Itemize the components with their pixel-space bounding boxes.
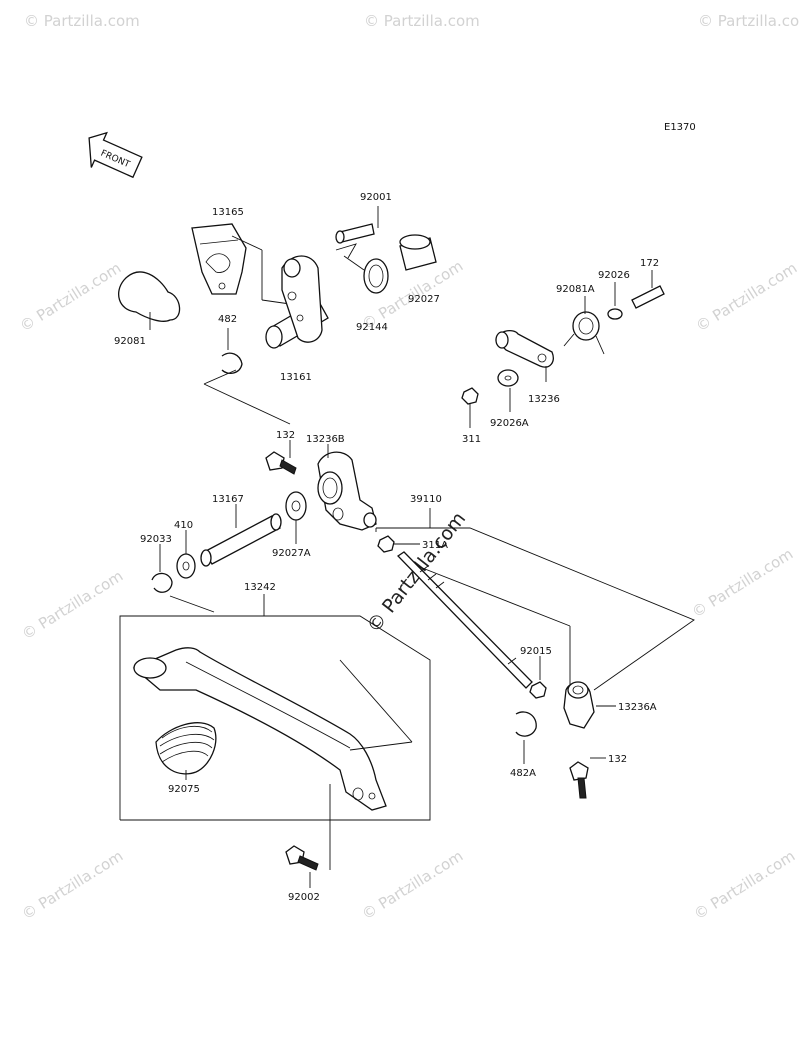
label-13242: 13242 bbox=[244, 582, 276, 593]
pedal-frame-13242 bbox=[119, 594, 431, 870]
label-13165: 13165 bbox=[212, 207, 244, 218]
watermark: © Partzilla.com bbox=[693, 259, 800, 336]
label-482A: 482A bbox=[510, 768, 536, 779]
circlip-92081 bbox=[118, 271, 181, 322]
label-311: 311 bbox=[462, 434, 481, 445]
label-92001: 92001 bbox=[360, 192, 392, 203]
shift-shaft-13161 bbox=[265, 255, 329, 349]
label-172: 172 bbox=[640, 258, 659, 269]
label-92027A: 92027A bbox=[272, 548, 311, 559]
collar-92027 bbox=[399, 234, 437, 271]
pin-92001 bbox=[335, 206, 379, 244]
label-13236A: 13236A bbox=[618, 702, 657, 713]
eclip-482A bbox=[515, 711, 537, 737]
label-92015: 92015 bbox=[520, 646, 552, 657]
label-92027: 92027 bbox=[408, 294, 440, 305]
label-482: 482 bbox=[218, 314, 237, 325]
bolt-92002 bbox=[285, 845, 319, 871]
watermark: © Partzilla.com bbox=[19, 847, 127, 924]
label-13236: 13236 bbox=[528, 394, 560, 405]
tie-rod bbox=[396, 551, 533, 689]
spring-92144 bbox=[335, 243, 389, 294]
watermark: © Partzilla.com bbox=[19, 567, 127, 644]
part-labels: 92001 13165 92027 92144 92081 482 13161 … bbox=[114, 192, 659, 903]
front-arrow-icon: FRONT bbox=[88, 131, 143, 179]
watermark: © Partzilla.com bbox=[698, 12, 800, 30]
circlip-92033 bbox=[151, 572, 173, 593]
label-92002: 92002 bbox=[288, 892, 320, 903]
tie-rod-frame-39110 bbox=[375, 508, 695, 706]
label-132-upper: 132 bbox=[276, 430, 295, 441]
shift-pedal bbox=[132, 647, 387, 811]
label-410: 410 bbox=[174, 520, 193, 531]
label-92026: 92026 bbox=[598, 270, 630, 281]
spring-92081A bbox=[563, 311, 605, 355]
lever-13236A bbox=[563, 681, 595, 729]
stud-172 bbox=[631, 285, 665, 309]
washer-92026A bbox=[497, 369, 519, 387]
bolt-132-upper bbox=[265, 451, 297, 475]
nut-311A bbox=[377, 535, 395, 553]
washer-410 bbox=[176, 553, 196, 579]
label-132-lower: 132 bbox=[608, 754, 627, 765]
watermark-layer: © Partzilla.com © Partzilla.com © Partzi… bbox=[17, 12, 800, 923]
pedal-rubber-92075 bbox=[155, 722, 217, 775]
shift-plate-13165 bbox=[191, 223, 247, 295]
nut-311 bbox=[461, 387, 479, 405]
label-39110: 39110 bbox=[410, 494, 442, 505]
label-13161: 13161 bbox=[280, 372, 312, 383]
label-92081: 92081 bbox=[114, 336, 146, 347]
label-92026A: 92026A bbox=[490, 418, 529, 429]
label-92075: 92075 bbox=[168, 784, 200, 795]
eclip-482 bbox=[221, 352, 243, 375]
label-13236B: 13236B bbox=[306, 434, 345, 445]
lever-13236B bbox=[317, 451, 377, 531]
diagram-code: E1370 bbox=[664, 122, 696, 133]
bolt-132-lower bbox=[569, 761, 589, 799]
washer-92027A bbox=[285, 491, 307, 521]
label-92144: 92144 bbox=[356, 322, 388, 333]
watermark: © Partzilla.com bbox=[689, 545, 797, 622]
label-13167: 13167 bbox=[212, 494, 244, 505]
watermark: © Partzilla.com bbox=[359, 847, 467, 924]
label-92081A: 92081A bbox=[556, 284, 595, 295]
label-92033: 92033 bbox=[140, 534, 172, 545]
washer-92026 bbox=[607, 308, 623, 320]
rod-13167 bbox=[200, 513, 282, 567]
watermark: © Partzilla.com bbox=[691, 847, 799, 924]
watermark: © Partzilla.com bbox=[17, 259, 125, 336]
watermark: © Partzilla.com bbox=[364, 12, 480, 30]
nut-92015 bbox=[529, 681, 547, 699]
watermark: © Partzilla.com bbox=[24, 12, 140, 30]
arm-13236 bbox=[495, 329, 554, 368]
label-311A: 311A bbox=[422, 540, 448, 551]
